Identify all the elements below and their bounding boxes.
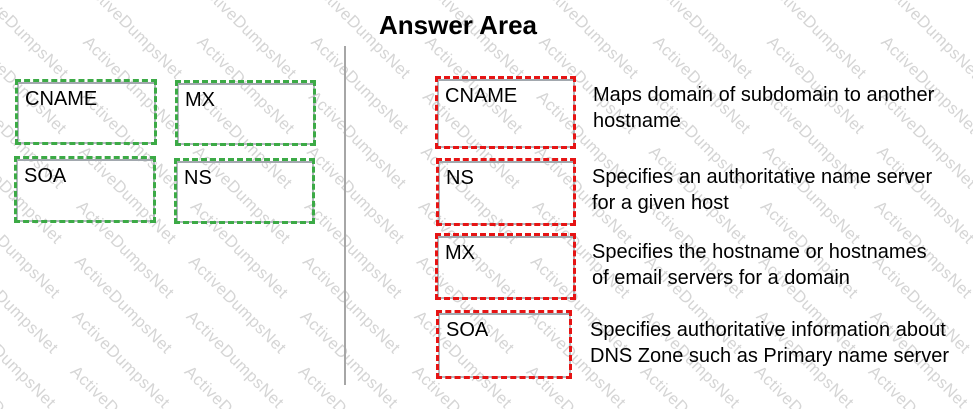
- description-line: DNS Zone such as Primary name server: [590, 345, 950, 367]
- source-item-ns[interactable]: NS: [174, 158, 315, 224]
- description-line: for a given host: [592, 192, 729, 214]
- description-line: Specifies authoritative information abou…: [590, 319, 946, 341]
- source-item-label: CNAME: [25, 88, 98, 110]
- answer-box-label: CNAME: [445, 85, 518, 107]
- source-item-mx[interactable]: MX: [175, 80, 316, 146]
- description-line: Specifies an authoritative name server: [592, 166, 933, 188]
- answer-box-mx[interactable]: MX: [435, 233, 576, 300]
- source-item-label: SOA: [24, 165, 67, 187]
- answer-box-cname[interactable]: CNAME: [435, 76, 576, 149]
- divider-line: [344, 46, 346, 385]
- answer-box-label: NS: [446, 167, 474, 189]
- answer-box-label: MX: [445, 242, 475, 264]
- source-item-cname[interactable]: CNAME: [15, 79, 157, 145]
- source-item-soa[interactable]: SOA: [14, 156, 156, 223]
- source-item-label: MX: [185, 89, 215, 111]
- answer-box-label: SOA: [446, 319, 489, 341]
- source-item-label: NS: [184, 167, 212, 189]
- answer-description-cname: Maps domain of subdomain to another host…: [593, 82, 934, 134]
- description-line: Maps domain of subdomain to another: [593, 84, 935, 106]
- description-line: Specifies the hostname or hostnames: [592, 241, 927, 263]
- answer-box-soa[interactable]: SOA: [436, 310, 572, 379]
- answer-description-mx: Specifies the hostname or hostnames of e…: [592, 239, 927, 291]
- answer-description-soa: Specifies authoritative information abou…: [590, 317, 949, 369]
- description-line: hostname: [593, 110, 681, 132]
- page-title: Answer Area: [379, 10, 537, 40]
- answer-box-ns[interactable]: NS: [436, 158, 576, 226]
- description-line: of email servers for a domain: [592, 267, 850, 289]
- answer-description-ns: Specifies an authoritative name server f…: [592, 164, 932, 216]
